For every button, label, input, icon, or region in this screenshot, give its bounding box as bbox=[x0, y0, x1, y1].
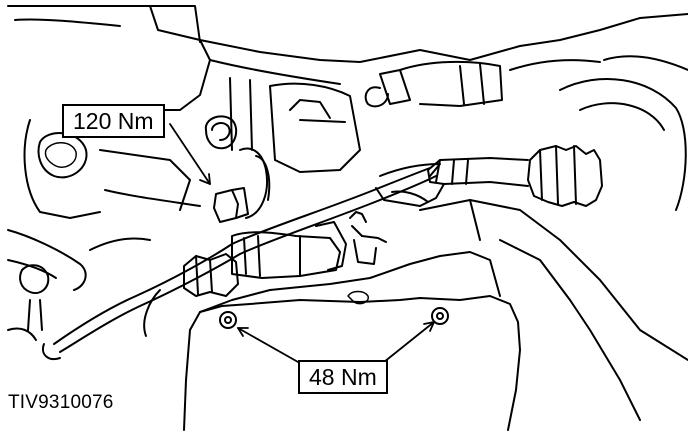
harness-connector bbox=[183, 253, 239, 297]
torque-callout-lower: 48 Nm bbox=[298, 360, 388, 394]
figure-id: TIV9310076 bbox=[8, 392, 114, 413]
mounting-bolt-upper bbox=[204, 115, 249, 223]
leader-lower-right bbox=[383, 321, 435, 363]
torque-callout-upper: 120 Nm bbox=[62, 104, 165, 138]
wiring-harness bbox=[59, 253, 241, 353]
mounting-bracket bbox=[189, 295, 521, 431]
bracket-bolt-left bbox=[219, 311, 237, 329]
sensor-body bbox=[231, 231, 341, 279]
leader-upper bbox=[169, 123, 211, 185]
engine-housing bbox=[7, 5, 211, 111]
cv-boot bbox=[527, 145, 603, 207]
leader-lower-left bbox=[237, 327, 299, 363]
drive-hub bbox=[559, 78, 687, 211]
transmission-casting bbox=[199, 13, 688, 63]
bracket-bolt-right bbox=[431, 307, 449, 325]
